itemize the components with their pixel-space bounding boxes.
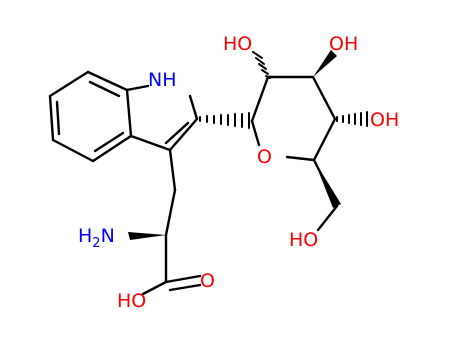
bond	[285, 155, 316, 162]
wedge-bond	[314, 160, 341, 208]
bond	[129, 134, 172, 152]
bond	[168, 117, 199, 152]
double-bond	[168, 283, 202, 292]
side-chain	[141, 148, 202, 296]
bond	[164, 274, 202, 284]
hash-bond	[252, 51, 271, 79]
hydroxyl-label-oh-right: OH	[370, 109, 399, 131]
carbonyl-oxygen-label: O	[200, 270, 215, 292]
double-bond-inner	[164, 121, 190, 145]
bond	[125, 88, 133, 138]
ring-oxygen-label: O	[257, 146, 272, 168]
hydroxyl-label-ho-left: HO	[223, 33, 252, 55]
bond	[91, 134, 133, 163]
pyrrole-ring	[125, 84, 199, 152]
double-bond-inner	[55, 100, 61, 136]
double-bond-inner	[93, 131, 125, 153]
bond	[141, 280, 168, 296]
bond	[250, 119, 261, 147]
nh-label: NH	[148, 69, 177, 91]
bond	[51, 138, 95, 163]
bond	[311, 75, 337, 121]
bond	[86, 70, 129, 92]
hydroxyl-label-oh-top: OH	[329, 33, 358, 55]
wedge-bond	[128, 232, 166, 240]
acid-hydroxyl-label: HO	[117, 290, 146, 312]
bond	[188, 94, 199, 121]
double-bond-inner	[88, 80, 121, 98]
bond	[164, 188, 177, 237]
amine-label: H2N	[78, 225, 115, 251]
bond	[250, 75, 270, 123]
wedge-bond	[313, 50, 337, 77]
bond	[316, 204, 339, 232]
hydroxyl-label-ho-bottom: HO	[289, 229, 318, 251]
bond	[312, 117, 337, 162]
bond	[125, 84, 150, 92]
benzene-ring	[48, 70, 133, 163]
bond	[168, 148, 177, 192]
bond	[48, 94, 55, 142]
hash-bond	[199, 112, 250, 129]
bond	[48, 70, 90, 98]
hash-bond	[336, 111, 368, 127]
